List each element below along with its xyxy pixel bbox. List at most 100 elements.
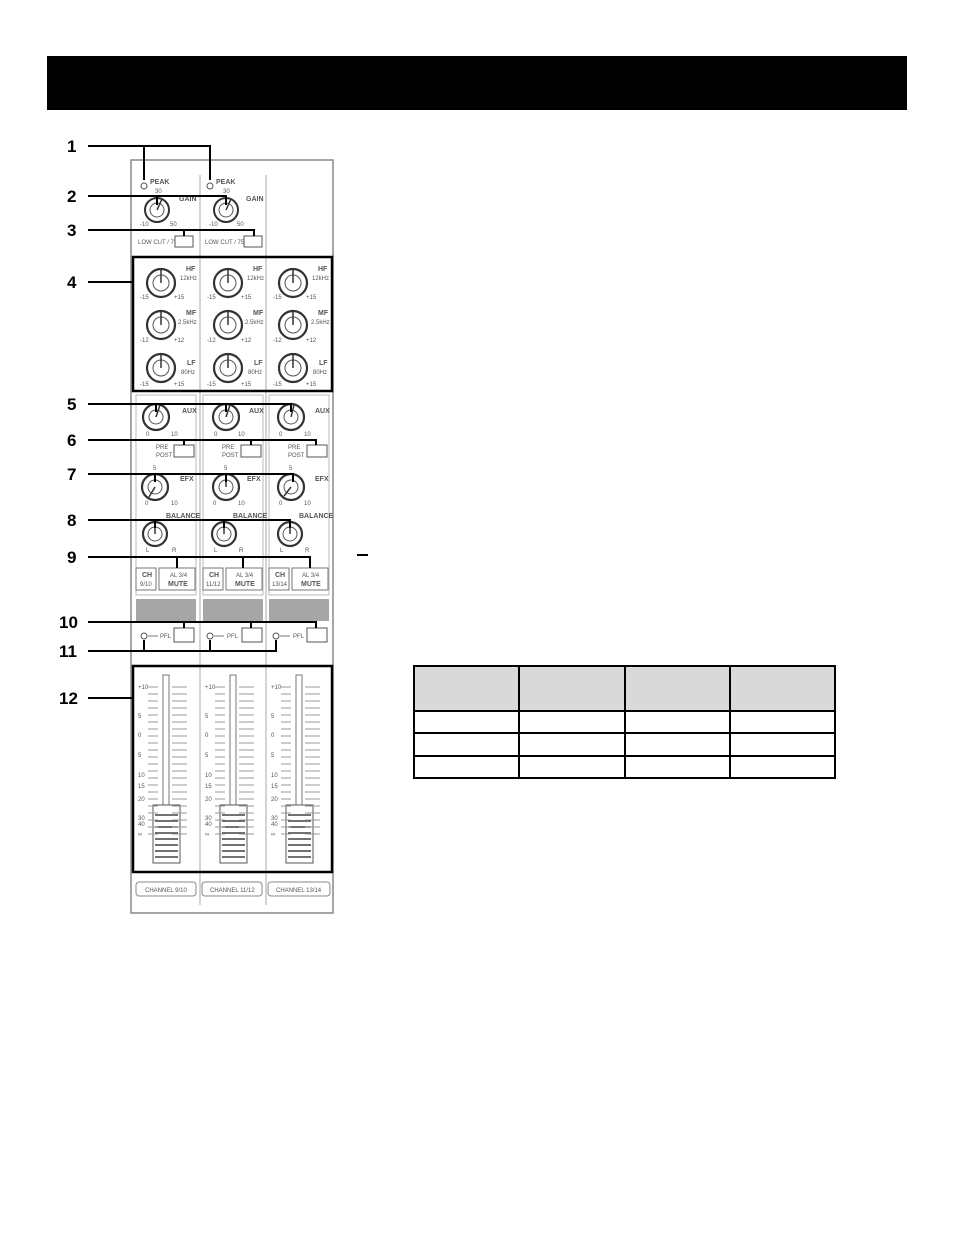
lf-max-label: +15 (306, 382, 317, 388)
ch-number: 11/12 (206, 582, 221, 588)
scribble-strip (269, 599, 329, 621)
fader-scale-label: +10 (205, 685, 216, 691)
lf-label: LF (254, 360, 263, 367)
eq-section-box (131, 255, 334, 393)
spec-table (412, 665, 837, 780)
table-cell (518, 754, 626, 780)
pfl-button[interactable] (306, 627, 328, 643)
fader-scale-label: 5 (138, 753, 142, 759)
mf-max-label: +12 (306, 338, 317, 344)
fader-scale-label: 5 (271, 714, 275, 720)
efx-max-label: 10 (171, 501, 178, 507)
fader-section-box (131, 664, 334, 874)
gain-max-label: 30 (223, 189, 230, 195)
callout-2: 2 (67, 187, 76, 206)
hf-min-label: -15 (273, 295, 282, 301)
fader-scale-label: 5 (271, 753, 275, 759)
table-cell (623, 709, 731, 735)
hf-label: HF (318, 266, 328, 273)
mf-label: MF (318, 310, 329, 317)
fader-scale-label: 15 (271, 784, 278, 790)
lf-freq-label: 80Hz (181, 370, 195, 376)
fader-scale-label: 30 (205, 816, 212, 822)
fader-scale-label: +10 (271, 685, 282, 691)
hf-label: HF (186, 266, 196, 273)
aux-max-label: 10 (304, 432, 311, 438)
channel-select-button[interactable] (135, 567, 157, 591)
lf-max-label: +15 (174, 382, 185, 388)
pfl-button[interactable] (241, 627, 263, 643)
lf-min-label: -15 (273, 382, 282, 388)
fader-scale-label: 10 (138, 773, 145, 779)
table-cell (623, 754, 731, 780)
fader-scale-label: 15 (138, 784, 145, 790)
balance-left-label: L (214, 548, 218, 554)
gain-min-label: -10 (140, 222, 149, 228)
fader-scale-label: 5 (205, 714, 209, 720)
fader-scale-label: 20 (271, 797, 278, 803)
lf-min-label: -15 (140, 382, 149, 388)
peak-label: PEAK (150, 179, 169, 186)
lf-freq-label: 80Hz (248, 370, 262, 376)
peak-led (206, 182, 214, 190)
callout-4: 4 (67, 273, 77, 292)
fader-track (162, 674, 170, 806)
scribble-strip (136, 599, 196, 621)
lf-label: LF (319, 360, 328, 367)
pre-post-switch[interactable] (173, 444, 195, 458)
pre-post-switch[interactable] (240, 444, 262, 458)
pfl-button[interactable] (173, 627, 195, 643)
fader-scale-label: 0 (138, 733, 142, 739)
fader-scale-label: 40 (138, 822, 145, 828)
lowcut-switch[interactable] (243, 235, 263, 248)
efx-knob-pointer (148, 486, 156, 498)
table-cell (412, 754, 521, 780)
fader-scale-label: 20 (205, 797, 212, 803)
table-row (412, 732, 837, 757)
aux-section-box (135, 394, 197, 596)
callout-lines (88, 145, 317, 699)
efx-min-label: 0 (279, 501, 283, 507)
lowcut-label: LOW CUT / 75Hz (205, 240, 252, 246)
post-label: POST (288, 453, 305, 459)
fader-scale-label: 30 (271, 816, 278, 822)
channel-select-button[interactable] (202, 567, 224, 591)
pfl-label: PFL (227, 634, 239, 640)
lf-label: LF (187, 360, 196, 367)
aux-min-label: 0 (279, 432, 283, 438)
ch-number: 9/10 (140, 582, 152, 588)
pre-label: PRE (156, 445, 168, 451)
aux-min-label: 0 (146, 432, 150, 438)
fader-track (229, 674, 237, 806)
pfl-led (140, 632, 148, 640)
lowcut-switch[interactable] (174, 235, 194, 248)
hf-max-label: +15 (174, 295, 185, 301)
fader-scale-label: ∞ (205, 832, 209, 838)
efx-mid-label: 5 (289, 466, 293, 472)
gain-top-label: 50 (237, 222, 244, 228)
mute-top-label: AL 3/4 (236, 573, 254, 579)
balance-label: BALANCE (233, 513, 268, 520)
header-bar (47, 56, 907, 110)
gain-label: GAIN (179, 196, 197, 203)
pre-post-switch[interactable] (306, 444, 328, 458)
aux-knob-pointer (155, 404, 161, 418)
table-row (412, 709, 837, 735)
fader-scale-label: 40 (271, 822, 278, 828)
fader-scale-label: 5 (138, 714, 142, 720)
mf-freq-label: 2.5kHz (178, 320, 197, 326)
post-label: POST (156, 453, 173, 459)
callout-3: 3 (67, 221, 76, 240)
efx-knob-pointer (283, 486, 292, 497)
callout-6: 6 (67, 431, 76, 450)
gain-knob-pointer (225, 198, 232, 211)
mf-label: MF (186, 310, 197, 317)
efx-mid-label: 5 (224, 466, 228, 472)
channel-select-button[interactable] (268, 567, 290, 591)
hf-label: HF (253, 266, 263, 273)
table-cell (728, 732, 837, 757)
gain-label: GAIN (246, 196, 264, 203)
balance-label: BALANCE (299, 513, 334, 520)
pre-label: PRE (222, 445, 234, 451)
mf-min-label: -12 (140, 338, 149, 344)
